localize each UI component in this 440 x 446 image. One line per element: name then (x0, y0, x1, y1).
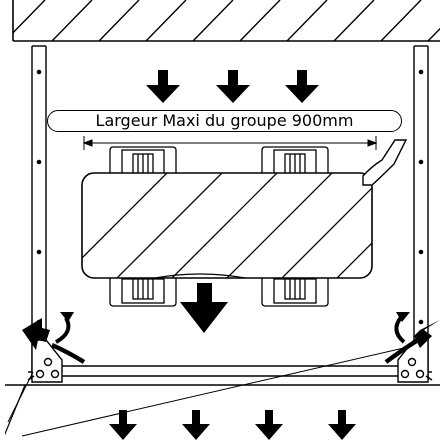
top-arrows (146, 70, 319, 103)
arrow-down-icon (182, 410, 210, 440)
curved-arrow-icon (22, 312, 86, 364)
upper-right-mount (261, 146, 329, 178)
floor (5, 384, 440, 436)
arrow-down-icon (180, 283, 228, 333)
curved-arrow-icon (384, 312, 440, 364)
arrow-down-icon (146, 70, 180, 103)
pipe (362, 139, 408, 186)
arrow-down-icon (285, 70, 319, 103)
right-frame-rail (413, 45, 429, 380)
arrow-down-icon (255, 410, 283, 440)
unit-body (81, 172, 373, 279)
bottom-frame-rail (55, 365, 405, 377)
right-corner-bracket (397, 339, 433, 383)
arrow-down-icon (109, 410, 137, 440)
lower-left-mount (109, 275, 177, 307)
leader-lines (7, 346, 409, 437)
arrow-down-icon (328, 410, 356, 440)
max-width-label: Largeur Maxi du groupe 900mm (47, 110, 402, 132)
width-dimension-line (82, 136, 378, 150)
ceiling (12, 0, 440, 42)
lower-right-mount (261, 275, 329, 307)
bottom-arrows (109, 410, 356, 440)
arrow-down-icon (216, 70, 250, 103)
